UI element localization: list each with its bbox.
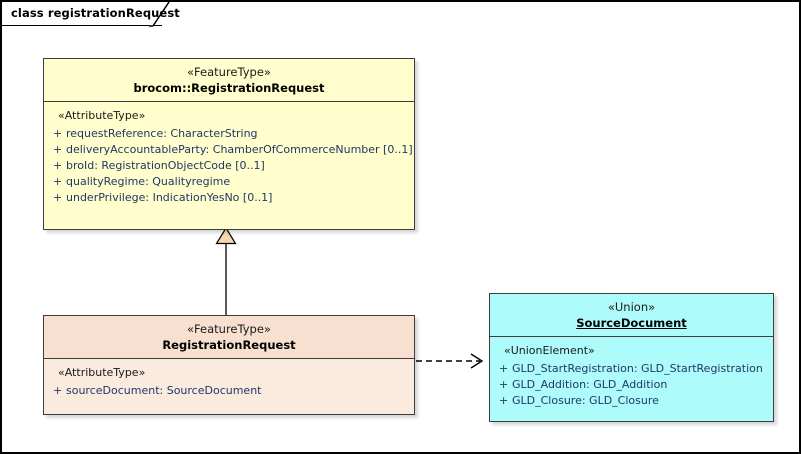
class-name: RegistrationRequest bbox=[162, 338, 296, 352]
class-header: «FeatureType» brocom::RegistrationReques… bbox=[44, 59, 414, 101]
attribute-label: requestReference: CharacterString bbox=[66, 127, 258, 140]
class-box-registration-request[interactable]: «FeatureType» RegistrationRequest «Attri… bbox=[43, 315, 415, 415]
attributes-compartment: «AttributeType» + requestReference: Char… bbox=[44, 102, 414, 211]
attribute-row[interactable]: + deliveryAccountableParty: ChamberOfCom… bbox=[44, 142, 414, 158]
attribute-row[interactable]: + qualityRegime: Qualityregime bbox=[44, 174, 414, 190]
visibility-marker: + bbox=[53, 384, 63, 397]
visibility-marker: + bbox=[53, 159, 63, 172]
attribute-label: qualityRegime: Qualityregime bbox=[66, 175, 231, 188]
visibility-marker: + bbox=[53, 143, 63, 156]
dependency-arrowhead-icon bbox=[470, 353, 484, 369]
class-stereotype: «FeatureType» bbox=[187, 322, 271, 336]
class-box-brocom-registration-request[interactable]: «FeatureType» brocom::RegistrationReques… bbox=[43, 58, 415, 230]
frame-tab-angle-icon bbox=[149, 2, 170, 27]
visibility-marker: + bbox=[499, 378, 509, 391]
class-divider bbox=[44, 101, 414, 102]
attribute-label: GLD_StartRegistration: GLD_StartRegistra… bbox=[512, 362, 763, 375]
attribute-row[interactable]: + broId: RegistrationObjectCode [0..1] bbox=[44, 158, 414, 174]
diagram-frame-tab bbox=[2, 2, 162, 26]
attributes-compartment: «AttributeType» + sourceDocument: Source… bbox=[44, 359, 414, 404]
class-divider bbox=[44, 358, 414, 359]
attributes-stereotype: «AttributeType» bbox=[58, 366, 146, 379]
class-header: «Union» SourceDocument bbox=[490, 294, 773, 336]
generalization-arrowhead-icon bbox=[215, 226, 237, 245]
attributes-stereotype: «UnionElement» bbox=[504, 344, 595, 357]
class-divider bbox=[490, 336, 773, 337]
attribute-label: broId: RegistrationObjectCode [0..1] bbox=[66, 159, 265, 172]
visibility-marker: + bbox=[53, 127, 63, 140]
attribute-label: GLD_Addition: GLD_Addition bbox=[512, 378, 668, 391]
attribute-row[interactable]: + underPrivilege: IndicationYesNo [0..1] bbox=[44, 190, 414, 206]
class-name: SourceDocument bbox=[576, 316, 687, 330]
attribute-label: GLD_Closure: GLD_Closure bbox=[512, 394, 659, 407]
class-stereotype: «Union» bbox=[607, 300, 656, 314]
diagram-frame-tab-corner bbox=[149, 2, 171, 27]
attribute-row[interactable]: + GLD_Closure: GLD_Closure bbox=[490, 393, 773, 409]
attribute-label: deliveryAccountableParty: ChamberOfComme… bbox=[66, 143, 413, 156]
attributes-compartment: «UnionElement» + GLD_StartRegistration: … bbox=[490, 337, 773, 414]
class-stereotype: «FeatureType» bbox=[187, 65, 271, 79]
visibility-marker: + bbox=[53, 175, 63, 188]
attribute-label: underPrivilege: IndicationYesNo [0..1] bbox=[66, 191, 273, 204]
class-box-source-document[interactable]: «Union» SourceDocument «UnionElement» + … bbox=[489, 293, 774, 422]
attribute-row[interactable]: + sourceDocument: SourceDocument bbox=[44, 383, 414, 399]
attributes-stereotype: «AttributeType» bbox=[58, 109, 146, 122]
diagram-title: class registrationRequest bbox=[11, 6, 180, 20]
class-name: brocom::RegistrationRequest bbox=[133, 81, 325, 95]
attribute-label: sourceDocument: SourceDocument bbox=[66, 384, 262, 397]
attribute-row[interactable]: + GLD_StartRegistration: GLD_StartRegist… bbox=[490, 361, 773, 377]
visibility-marker: + bbox=[499, 362, 509, 375]
attribute-row[interactable]: + GLD_Addition: GLD_Addition bbox=[490, 377, 773, 393]
visibility-marker: + bbox=[53, 191, 63, 204]
visibility-marker: + bbox=[499, 394, 509, 407]
class-header: «FeatureType» RegistrationRequest bbox=[44, 316, 414, 358]
attribute-row[interactable]: + requestReference: CharacterString bbox=[44, 126, 414, 142]
